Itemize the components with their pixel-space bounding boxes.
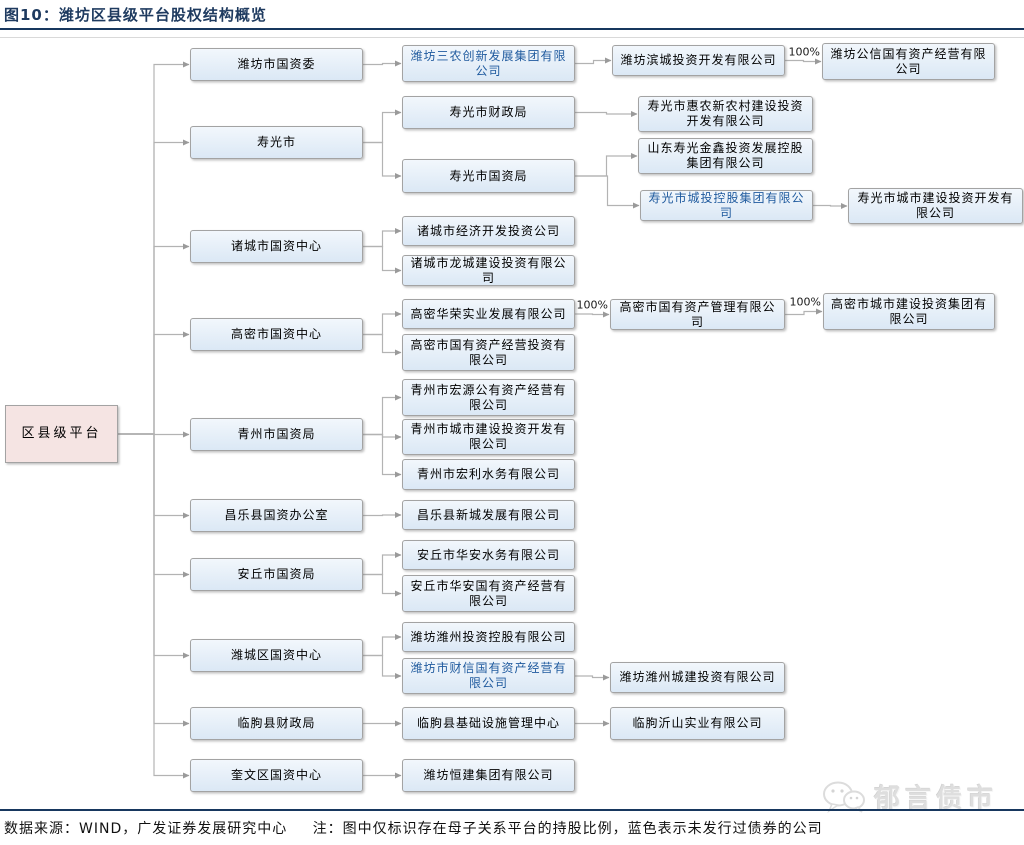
org-node-c_cxgz: 潍坊市财信国有资产经营有限公司 (402, 658, 575, 694)
org-node-c_hj: 潍坊恒建集团有限公司 (402, 759, 575, 792)
org-node-c_wztk: 潍坊潍州投资控股有限公司 (402, 622, 575, 652)
ownership-percentage-label: 100% (789, 46, 820, 59)
connector-c_gmhr-c_gmgl (575, 311, 610, 318)
footer-divider-rule (0, 809, 1024, 811)
connector-c_sgczj-c_hn (575, 111, 638, 117)
connector-org_sgs-c_sgczj (363, 109, 402, 144)
wechat-logo-icon (822, 781, 865, 813)
org-node-org_sgs: 寿光市 (190, 126, 363, 159)
connector-org_wfgzw-c_sannong (363, 60, 402, 67)
connector-c_ctkg-c_sgcj (813, 203, 848, 209)
connector-org_aqs-c_aqhagz (363, 573, 402, 597)
org-node-c_ctkg: 寿光市城投控股集团有限公司 (640, 190, 813, 221)
org-node-org_qzs: 青州市国资局 (190, 418, 363, 451)
footer: 数据来源：WIND，广发证券发展研究中心 注：图中仅标识存在母子关系平台的持股比… (4, 818, 823, 838)
ownership-percentage-label: 100% (790, 296, 821, 309)
org-node-org_kwq: 奎文区国资中心 (190, 759, 363, 792)
connector-org_wcq-c_wztk (363, 634, 402, 657)
connector-org_zcs-c_zclc (363, 245, 402, 274)
figure-title: 图10：潍坊区县级平台股权结构概览 (4, 6, 267, 24)
root-node-root: 区县级平台 (5, 405, 118, 463)
org-node-c_gmhr: 高密华荣实业发展有限公司 (402, 299, 575, 329)
org-node-org_aqs: 安丘市国资局 (190, 558, 363, 591)
org-node-c_wzcj: 潍坊潍州城建投资有限公司 (610, 662, 785, 693)
org-node-org_clx: 昌乐县国资办公室 (190, 499, 363, 532)
connector-org_wcq-c_cxgz (363, 654, 402, 679)
connector-c_sannong-c_bc (575, 57, 612, 65)
org-node-c_gmgy: 高密市国有资产经营投资有限公司 (402, 334, 575, 371)
org-node-c_lqys: 临朐沂山实业有限公司 (610, 707, 785, 740)
org-node-c_sannong: 潍坊三农创新发展集团有限公司 (402, 45, 575, 82)
org-node-c_qzcj: 青州市城市建设投资开发有限公司 (402, 419, 575, 455)
connector-c_gmgl-c_gmcj (785, 308, 823, 316)
org-node-c_hn: 寿光市惠农新农村建设投资开发有限公司 (638, 96, 813, 132)
org-node-c_qzhy: 青州市宏源公有资产经营有限公司 (402, 379, 575, 416)
org-node-org_gms: 高密市国资中心 (190, 318, 363, 351)
title-underline-rule-light (0, 37, 1024, 38)
org-node-org_lqx: 临朐县财政局 (190, 707, 363, 740)
org-node-c_aqhasw: 安丘市华安水务有限公司 (402, 540, 575, 570)
org-node-c_clxc: 昌乐县新城发展有限公司 (402, 500, 575, 530)
title-underline-rule (0, 28, 1024, 30)
org-node-c_sggzj: 寿光市国资局 (402, 159, 575, 193)
footer-note-text: 注：图中仅标识存在母子关系平台的持股比例，蓝色表示未发行过债券的公司 (312, 821, 823, 837)
org-node-c_zcjj: 诸城市经济开发投资公司 (402, 216, 575, 246)
org-node-c_gmgl: 高密市国有资产管理有限公司 (610, 299, 785, 330)
connector-root-org_kwq (118, 433, 190, 779)
connector-c_sggzj-c_ctkg (575, 175, 640, 209)
data-source-text: 数据来源：WIND，广发证券发展研究中心 (4, 821, 288, 837)
org-node-c_zclc: 诸城市龙城建设投资有限公司 (402, 255, 575, 286)
connector-root-org_gms (118, 331, 190, 435)
org-node-c_bc: 潍坊滨城投资开发有限公司 (612, 45, 785, 76)
connector-org_clx-c_clxc (363, 512, 402, 518)
connector-c_cxgz-c_wzcj (575, 674, 610, 681)
org-node-org_wfgzw: 潍坊市国资委 (190, 48, 363, 81)
connector-c_bc-c_gx (785, 58, 822, 65)
org-node-c_gmcj: 高密市城市建设投资集团有限公司 (823, 293, 995, 330)
org-node-c_jx: 山东寿光金鑫投资发展控股集团有限公司 (638, 138, 813, 174)
connector-c_sggzj-c_jx (575, 153, 638, 177)
org-node-c_aqhagz: 安丘市华安国有资产经营有限公司 (402, 575, 575, 612)
ownership-percentage-label: 100% (577, 299, 608, 312)
connector-org_zcs-c_zcjj (363, 228, 402, 248)
org-node-c_lqjc: 临朐县基础设施管理中心 (402, 707, 575, 740)
org-node-org_wcq: 潍城区国资中心 (190, 639, 363, 672)
org-node-c_gx: 潍坊公信国有资产经营有限公司 (822, 43, 995, 80)
connector-org_qzs-c_qzhl (363, 433, 402, 478)
connector-org_gms-c_gmhr (363, 311, 402, 336)
org-node-org_zcs: 诸城市国资中心 (190, 230, 363, 263)
org-node-c_sgczj: 寿光市财政局 (402, 96, 575, 129)
connector-org_aqs-c_aqhasw (363, 552, 402, 576)
org-node-c_sgcj: 寿光市城市建设投资开发有限公司 (848, 188, 1023, 224)
org-node-c_qzhl: 青州市宏利水务有限公司 (402, 459, 575, 490)
connector-org_qzs-c_qzhy (363, 394, 402, 436)
connector-org_sgs-c_sggzj (363, 141, 402, 179)
connector-org_gms-c_gmgy (363, 333, 402, 356)
